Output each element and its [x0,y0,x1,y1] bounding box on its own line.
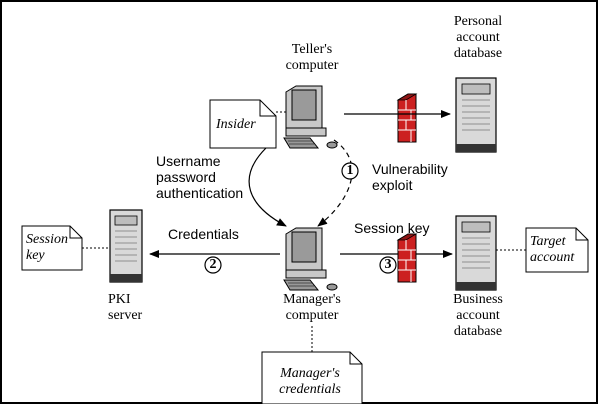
session-key-edge-label: Session key [354,220,430,236]
target-account-note-text: Target account [530,234,575,265]
manager-computer-icon [283,227,338,291]
teller-computer-icon [283,85,338,149]
pki-server-icon [109,209,143,283]
insider-note-text: Insider [216,117,256,132]
step-circle-1 [341,162,359,180]
step-number-2: 2 [209,257,217,272]
business-db-server-icon [455,215,497,291]
manager-computer-label: Manager's computer [283,292,341,323]
managers-credentials-note-text: Manager's credentials [279,366,341,397]
business-db-label: Business account database [453,292,503,339]
insider-note-box [209,99,277,149]
arrow-vulnerability [317,139,353,227]
target-account-note-box [525,227,589,273]
step-number-1: 1 [346,163,354,178]
step-number-3: 3 [384,257,392,272]
step-circle-2 [204,256,222,274]
personal-db-server-icon [455,77,497,153]
pki-server-label: PKI server [108,292,143,323]
firewall-icon-bottom [396,233,418,283]
vulnerability-label: Vulnerability exploit [372,161,448,193]
credentials-label: Credentials [168,226,239,242]
personal-db-label: Personal account database [453,14,503,61]
session-key-note-text: Session key [26,232,68,263]
arrow-username-auth [248,147,287,227]
session-key-note-box [21,225,83,271]
teller-computer-label: Teller's computer [285,42,339,73]
step-circle-3 [379,256,397,274]
firewall-icon-top [396,93,418,143]
username-auth-label: Username password authentication [156,153,244,201]
managers-credentials-note-box [261,351,363,404]
